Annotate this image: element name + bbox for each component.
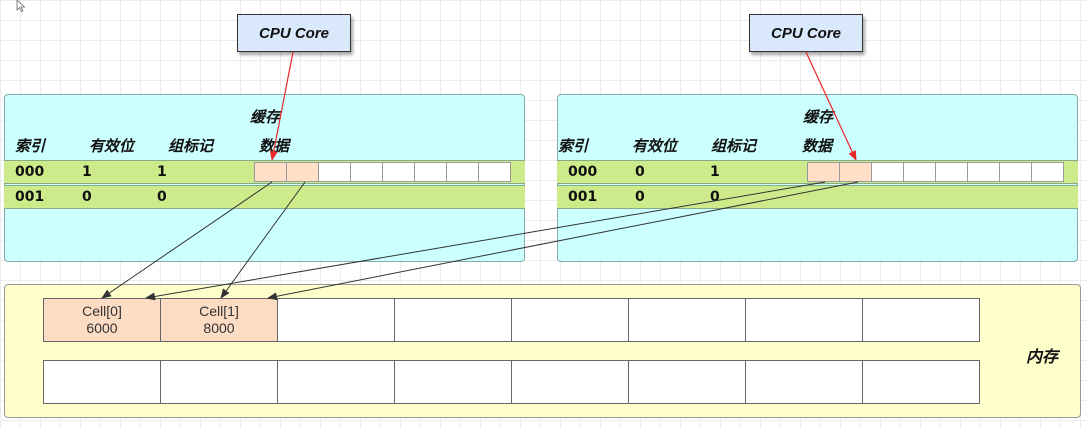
memory-cell-value: 8000: [203, 320, 235, 336]
cpu-core-left: CPU Core: [237, 14, 351, 52]
row-tag: 1: [710, 164, 720, 180]
memory-cell: [628, 298, 746, 342]
memory-cell: [277, 298, 395, 342]
row-valid: 0: [82, 189, 92, 205]
row-tag: 0: [157, 189, 167, 205]
cache-row: 001 0 0: [4, 185, 525, 209]
memory-cell: [277, 360, 395, 404]
header-data: 数据: [802, 137, 833, 155]
cache-row: 001 0 0: [557, 185, 1078, 209]
data-cell: [318, 162, 351, 182]
data-block: [254, 162, 511, 182]
cache-row: 000 1 1: [4, 160, 525, 184]
data-cell: [382, 162, 415, 182]
cpu-core-label: CPU Core: [770, 24, 841, 42]
cache-right: 缓存 索引 有效位 组标记 数据 000 0 1 001 0 0: [557, 94, 1078, 262]
memory-cell-1: Cell[1] 8000: [160, 298, 278, 342]
cache-title: 缓存: [250, 108, 281, 126]
data-cell: [1031, 162, 1064, 182]
data-block: [807, 162, 1064, 182]
header-index: 索引: [558, 137, 589, 155]
header-data: 数据: [259, 137, 290, 155]
cache-row: 000 0 1: [557, 160, 1078, 184]
data-cell: [807, 162, 840, 182]
data-cell: [967, 162, 1000, 182]
memory-label: 内存: [1025, 347, 1058, 366]
cache-left: 缓存 索引 有效位 组标记 数据 000 1 1 001 0 0: [4, 94, 525, 262]
memory-cell: [394, 360, 512, 404]
memory-cell: [160, 360, 278, 404]
row-index: 001: [568, 189, 598, 205]
data-cell: [871, 162, 904, 182]
row-index: 000: [15, 164, 45, 180]
cpu-core-right: CPU Core: [749, 14, 863, 52]
memory-cell: [745, 360, 863, 404]
data-cell: [350, 162, 383, 182]
row-valid: 1: [82, 164, 92, 180]
memory-cell: [43, 360, 161, 404]
cpu-core-label: CPU Core: [258, 24, 329, 42]
data-cell: [839, 162, 872, 182]
memory-cell: [628, 360, 746, 404]
mouse-cursor-icon: [16, 0, 26, 12]
header-valid: 有效位: [89, 137, 135, 155]
data-cell: [903, 162, 936, 182]
memory-cell: [862, 360, 980, 404]
memory-cell-value: 6000: [86, 320, 118, 336]
row-index: 001: [15, 189, 45, 205]
memory-cell: [745, 298, 863, 342]
row-index: 000: [568, 164, 598, 180]
memory-cell-name: Cell[0]: [82, 303, 122, 319]
header-index: 索引: [15, 137, 46, 155]
data-cell: [478, 162, 511, 182]
memory-cell: [511, 298, 629, 342]
memory-cell: [394, 298, 512, 342]
data-cell: [414, 162, 447, 182]
memory-cell-0: Cell[0] 6000: [43, 298, 161, 342]
cache-title: 缓存: [803, 108, 834, 126]
header-tag: 组标记: [168, 137, 214, 155]
data-cell: [286, 162, 319, 182]
header-valid: 有效位: [632, 137, 678, 155]
row-tag: 0: [710, 189, 720, 205]
data-cell: [254, 162, 287, 182]
row-tag: 1: [157, 164, 167, 180]
memory-cell: [511, 360, 629, 404]
memory-block: 内存 Cell[0] 6000 Cell[1] 8000: [4, 284, 1081, 418]
data-cell: [999, 162, 1032, 182]
row-valid: 0: [635, 164, 645, 180]
row-valid: 0: [635, 189, 645, 205]
data-cell: [935, 162, 968, 182]
memory-cell-name: Cell[1]: [199, 303, 239, 319]
data-cell: [446, 162, 479, 182]
header-tag: 组标记: [711, 137, 757, 155]
memory-cell: [862, 298, 980, 342]
